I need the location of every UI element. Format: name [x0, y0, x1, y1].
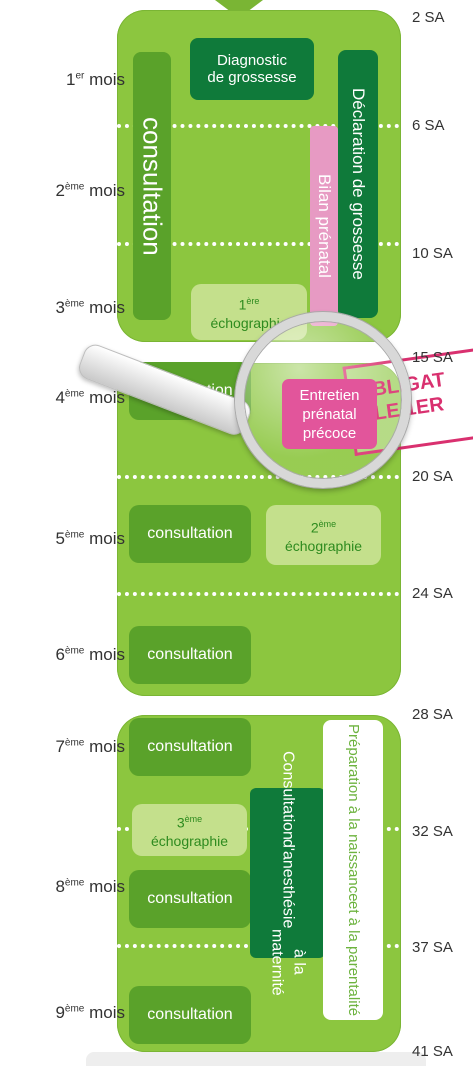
sa-label: 41 SA	[412, 1043, 453, 1060]
consultation-box: consultation	[129, 718, 251, 776]
month-num: 4	[55, 388, 65, 407]
month-word: mois	[89, 737, 125, 756]
sa-label: 6 SA	[412, 117, 445, 134]
echo-3-word: échographie	[150, 832, 229, 849]
month-sup: ème	[64, 529, 85, 541]
month-num: 6	[55, 645, 65, 664]
consultation-box: consultation	[129, 870, 251, 928]
anesthesie-box: Consultation d'anesthésie à la maternité	[250, 751, 325, 996]
consultation-box: consultation	[129, 626, 251, 684]
diagnostic-box: Diagnostic de grossesse	[190, 38, 314, 100]
consultation-label: consultation	[147, 525, 233, 542]
entretien-line-3: précoce	[302, 424, 357, 442]
anesthesie-line-2: d'anesthésie	[279, 839, 297, 929]
dotted-separator	[117, 592, 415, 596]
month-num: 9	[55, 1003, 65, 1022]
month-sup: ème	[64, 388, 85, 400]
echo-2-num: 2	[310, 519, 319, 536]
month-sup: ème	[64, 298, 85, 310]
month-sup: ème	[64, 737, 85, 749]
preparation-box: Préparation à la naissance et à la paren…	[323, 720, 383, 1020]
echo-2-word: échographie	[284, 537, 363, 554]
sa-label: 28 SA	[412, 706, 453, 723]
consultation-vertical-box: consultation	[133, 52, 171, 320]
sa-label: 24 SA	[412, 585, 453, 602]
echo-1-word: échographie	[210, 314, 288, 331]
month-sup: ème	[64, 877, 85, 889]
echo-2-sup: ème	[318, 519, 337, 530]
month-label: 3ème mois	[0, 298, 125, 318]
month-sup: er	[75, 70, 85, 82]
month-word: mois	[89, 181, 125, 200]
month-word: mois	[89, 1003, 125, 1022]
entretien-line-2: prénatal	[302, 405, 357, 423]
month-sup: ème	[64, 181, 85, 193]
month-label: 9ème mois	[0, 1003, 125, 1023]
entretien-line-1: Entretien	[299, 386, 360, 404]
bilan-prenatal-label: Bilan prénatal	[315, 174, 334, 278]
echo-2-box: 2ème échographie	[266, 505, 381, 565]
anesthesie-line-1: Consultation	[279, 750, 297, 840]
echo-1-num: 1	[238, 296, 247, 313]
month-num: 7	[55, 737, 65, 756]
month-label: 6ème mois	[0, 645, 125, 665]
month-label: 5ème mois	[0, 529, 125, 549]
month-label: 2ème mois	[0, 181, 125, 201]
month-sup: ème	[64, 645, 85, 657]
month-word: mois	[89, 70, 125, 89]
month-word: mois	[89, 298, 125, 317]
echo-1-sup: ère	[246, 296, 260, 307]
sa-label: 15 SA	[412, 349, 453, 366]
preparation-line-1: Préparation à la naissance	[345, 723, 362, 902]
declaration-box: Déclaration de grossesse	[338, 50, 378, 318]
sa-label: 2 SA	[412, 9, 445, 26]
echo-3-sup: ème	[184, 814, 203, 825]
month-label: 7ème mois	[0, 737, 125, 757]
echo-1-box: 1ère échographie	[191, 284, 307, 340]
diagnostic-line-2: de grossesse	[207, 69, 297, 86]
month-num: 3	[55, 298, 65, 317]
declaration-label: Déclaration de grossesse	[349, 88, 368, 280]
month-num: 5	[55, 529, 65, 548]
consultation-label: consultation	[147, 738, 233, 755]
echo-3-num: 3	[176, 814, 185, 831]
sa-label: 32 SA	[412, 823, 453, 840]
diagnostic-line-1: Diagnostic	[216, 52, 288, 69]
month-label: 8ème mois	[0, 877, 125, 897]
dotted-separator	[117, 124, 415, 128]
month-word: mois	[89, 645, 125, 664]
month-word: mois	[89, 529, 125, 548]
sa-label: 20 SA	[412, 468, 453, 485]
month-sup: ème	[64, 1003, 85, 1015]
consultation-box: consultation	[129, 986, 251, 1044]
dotted-separator	[117, 242, 415, 246]
consultation-label: consultation	[147, 1006, 233, 1023]
month-word: mois	[89, 877, 125, 896]
month-word: mois	[89, 388, 125, 407]
month-num: 8	[55, 877, 65, 896]
bilan-prenatal-box: Bilan prénatal	[310, 126, 338, 326]
month-label: 4ème mois	[0, 388, 125, 408]
dotted-separator	[117, 475, 415, 479]
sa-label: 10 SA	[412, 245, 453, 262]
consultation-box: consultation	[129, 505, 251, 563]
month-num: 2	[55, 181, 65, 200]
echo-3-box: 3ème échographie	[132, 804, 247, 856]
sa-label: 37 SA	[412, 939, 453, 956]
bottom-strip	[86, 1052, 426, 1066]
preparation-line-2: et à la parentalité	[345, 901, 362, 1017]
entretien-prenatal-box: Entretien prénatal précoce	[282, 379, 377, 449]
consultation-label: consultation	[147, 890, 233, 907]
month-label: 1er mois	[0, 70, 125, 90]
consultation-label: consultation	[147, 646, 233, 663]
consultation-vertical-label: consultation	[137, 116, 168, 256]
anesthesie-line-3: à la maternité	[268, 928, 308, 996]
month-num: 1	[65, 70, 76, 89]
